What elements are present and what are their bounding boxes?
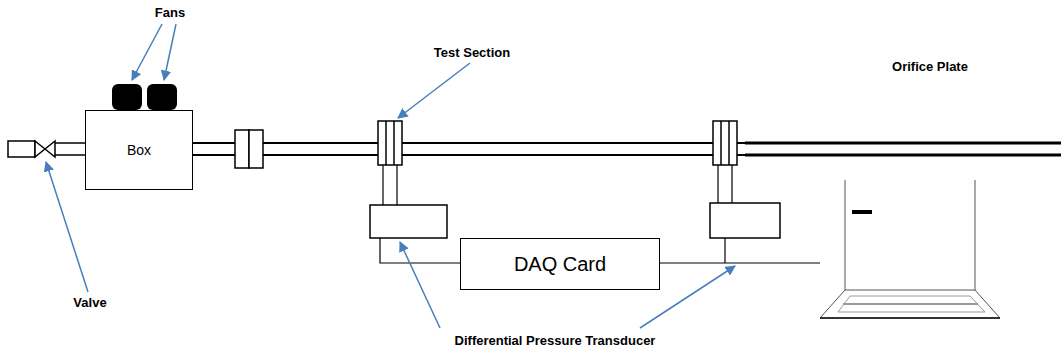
valve-symbol	[35, 141, 55, 157]
leader-arrows	[46, 24, 735, 328]
box: Box	[85, 110, 193, 190]
node-label: DAQ Card	[514, 253, 606, 276]
laptop	[820, 180, 1000, 318]
part-label: Test Section	[434, 45, 510, 60]
part-label: Differential Pressure Transducer	[455, 333, 656, 348]
fans	[112, 84, 177, 110]
part-label: Valve	[73, 295, 106, 310]
part-label: Fans	[155, 5, 185, 20]
daq-card: DAQ Card	[460, 238, 660, 290]
pressure-transducers	[370, 203, 780, 238]
flanges	[235, 121, 737, 168]
part-label: Orifice Plate	[892, 59, 968, 74]
node-label: Box	[127, 142, 151, 158]
